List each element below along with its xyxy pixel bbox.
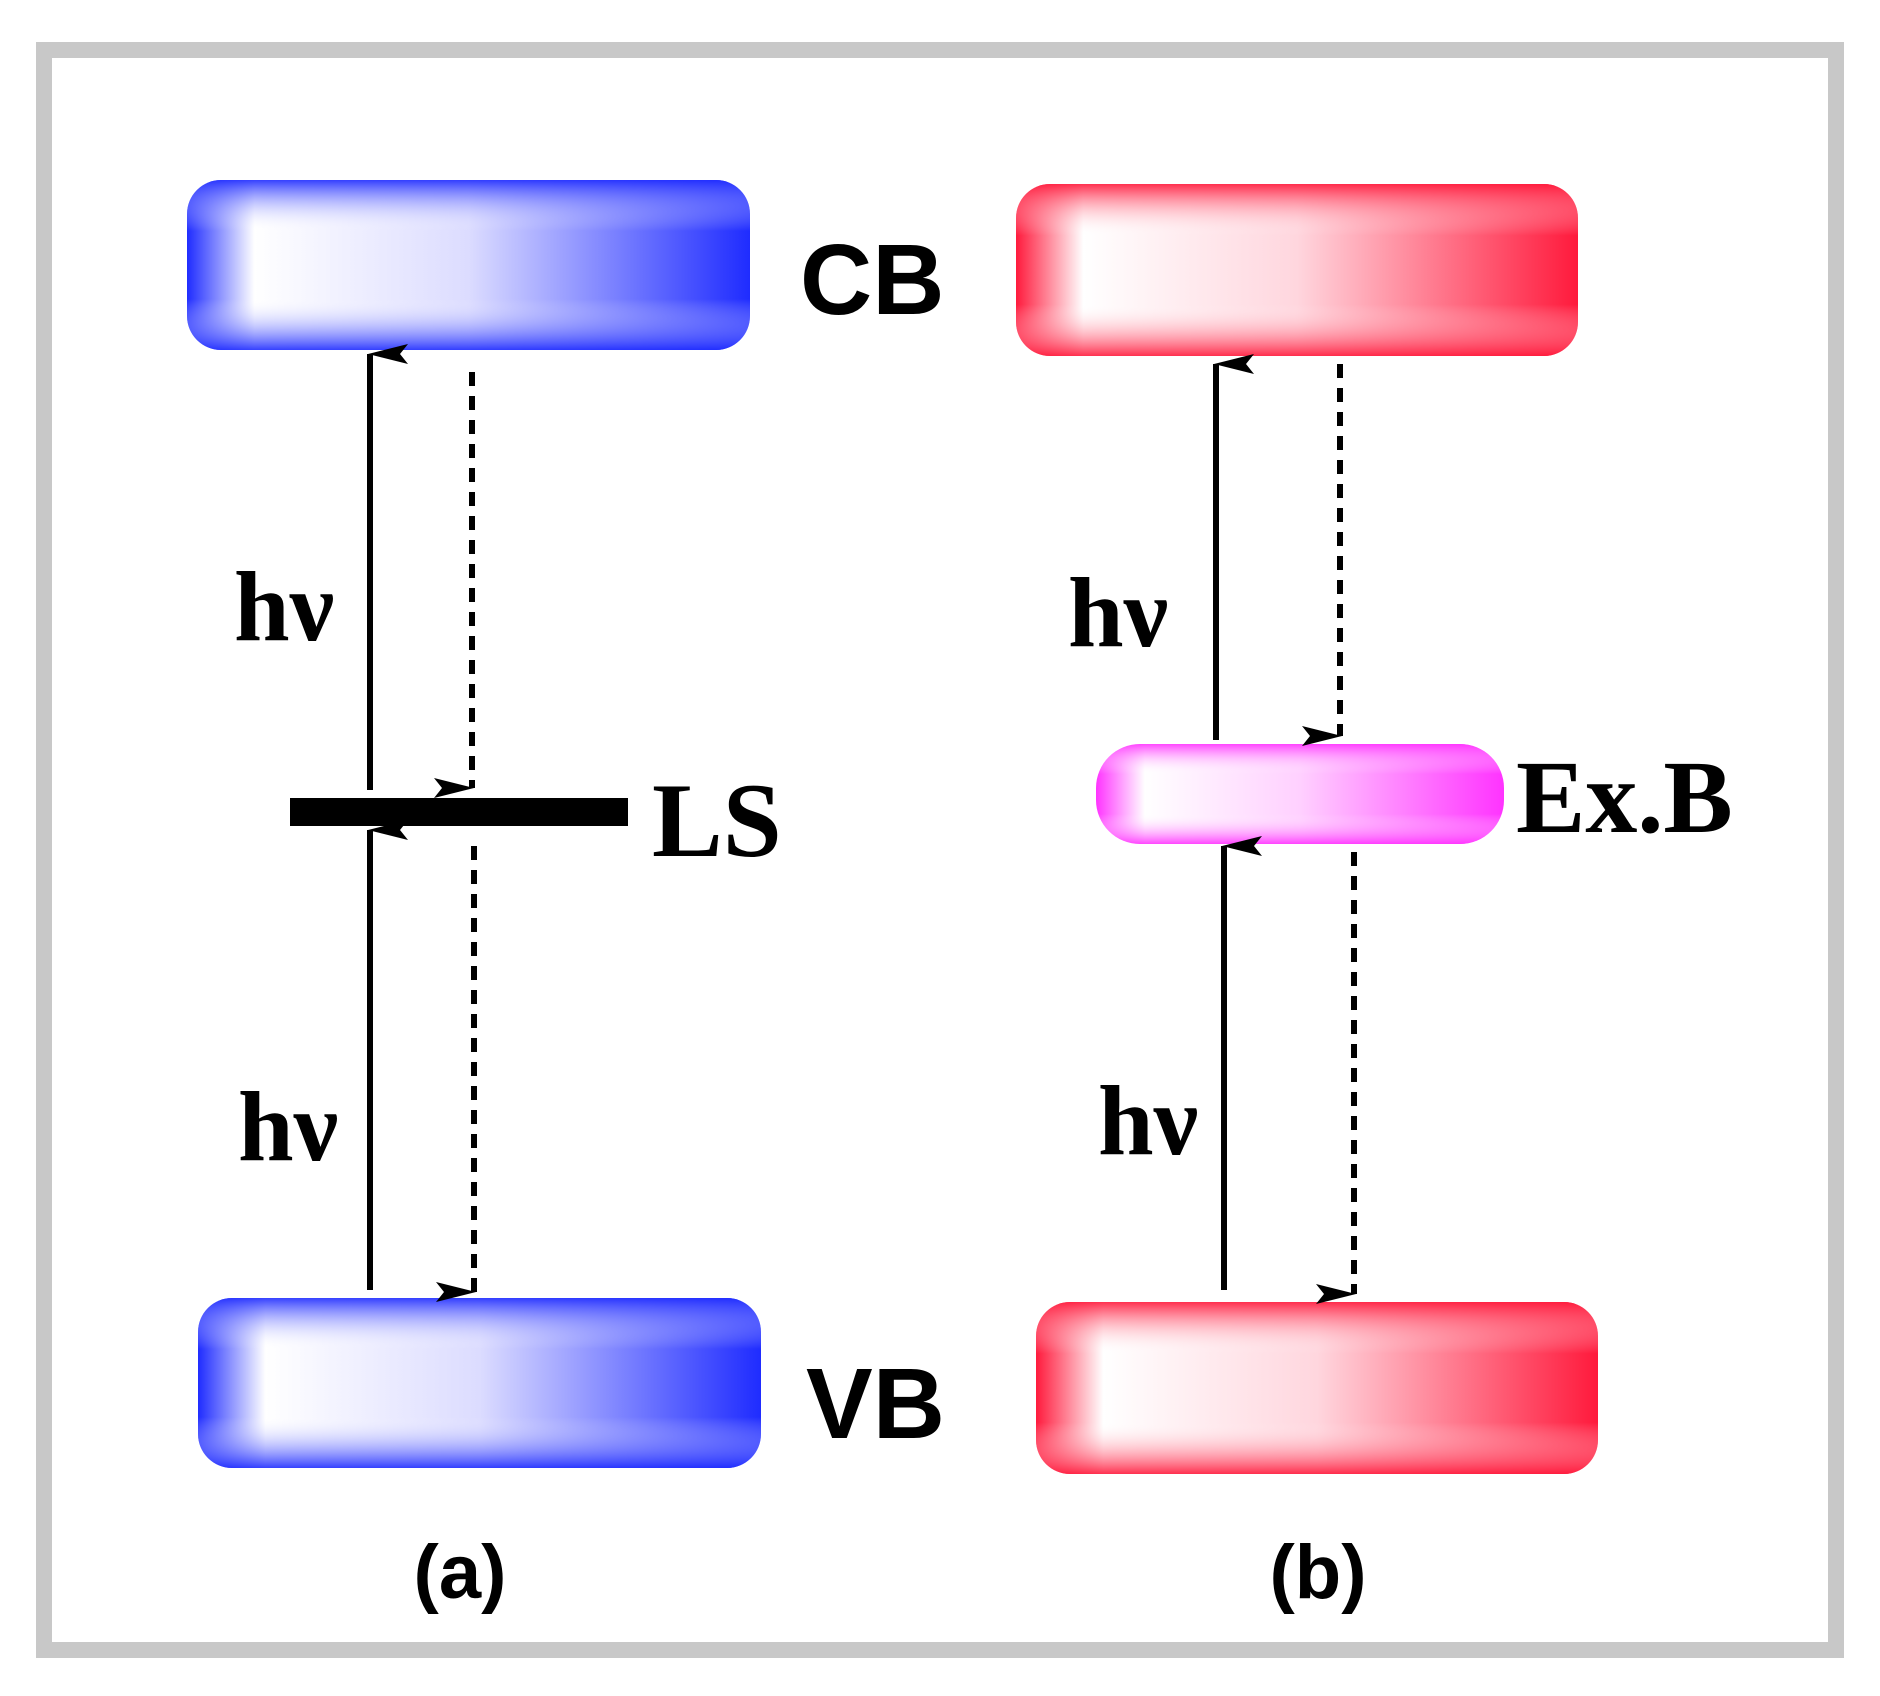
panel-a-vb-label: VB xyxy=(806,1348,945,1460)
panel-b-conduction-band xyxy=(1016,184,1578,356)
panel-b-exciton-band xyxy=(1096,744,1504,844)
panel-a-valence-band xyxy=(198,1298,761,1468)
panel-b: Ex.B hν hν (b) xyxy=(1016,184,1733,1615)
panel-a-caption: (a) xyxy=(414,1530,507,1615)
panel-b-exb-label: Ex.B xyxy=(1516,740,1733,855)
panel-b-lower-photon-label: hν xyxy=(1098,1065,1198,1176)
panel-b-caption: (b) xyxy=(1269,1530,1366,1615)
panel-a-lower-photon-label: hν xyxy=(238,1071,338,1182)
panel-a-localized-state-level xyxy=(290,798,628,826)
panel-a-conduction-band xyxy=(187,180,750,350)
panel-a-cb-label: CB xyxy=(800,224,944,336)
panel-a-upper-photon-label: hν xyxy=(234,551,334,662)
panel-a-ls-label: LS xyxy=(652,762,782,879)
panel-b-valence-band xyxy=(1036,1302,1598,1474)
panel-a: CB VB LS hν hν (a) xyxy=(187,180,945,1615)
panel-b-upper-photon-label: hν xyxy=(1068,557,1168,668)
